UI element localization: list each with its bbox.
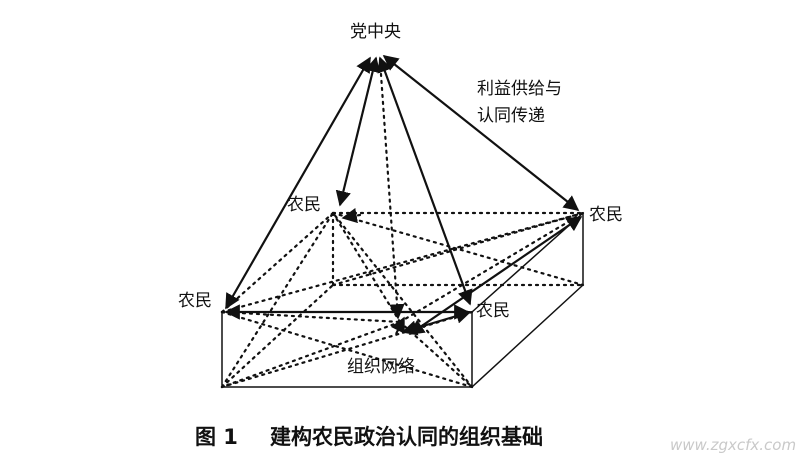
node-label-back-left: 农民 bbox=[287, 195, 321, 215]
arrow-top-front-left bbox=[225, 56, 371, 310]
hub-dotted-arrows bbox=[341, 58, 405, 320]
arrow-top-back-left bbox=[335, 56, 381, 207]
box-bottom-left-edge bbox=[220, 283, 335, 389]
figure-number: 图 1 bbox=[195, 425, 238, 449]
figure-title: 建构农民政治认同的组织基础 bbox=[270, 425, 543, 449]
annotation-line-1: 利益供给与 bbox=[477, 79, 562, 99]
net-line bbox=[220, 320, 402, 389]
arrow-hub-center bbox=[390, 316, 405, 335]
net-line bbox=[220, 211, 335, 389]
box-label: 组织网络 bbox=[347, 357, 415, 377]
hub-to-back-left-dotted-arrow bbox=[341, 208, 362, 224]
watermark-text: www.zgxcfx.com bbox=[670, 436, 796, 454]
node-label-back-right: 农民 bbox=[589, 205, 623, 225]
arrow-hub-back-right bbox=[408, 216, 583, 335]
node-label-top: 党中央 bbox=[350, 22, 401, 42]
box-solid-arrows bbox=[224, 216, 583, 336]
node-label-front-left: 农民 bbox=[178, 291, 212, 311]
node-label-front-right: 农民 bbox=[476, 301, 510, 321]
net-line bbox=[220, 310, 474, 389]
annotation-line-2: 认同传递 bbox=[477, 106, 545, 126]
net-line bbox=[331, 211, 402, 324]
